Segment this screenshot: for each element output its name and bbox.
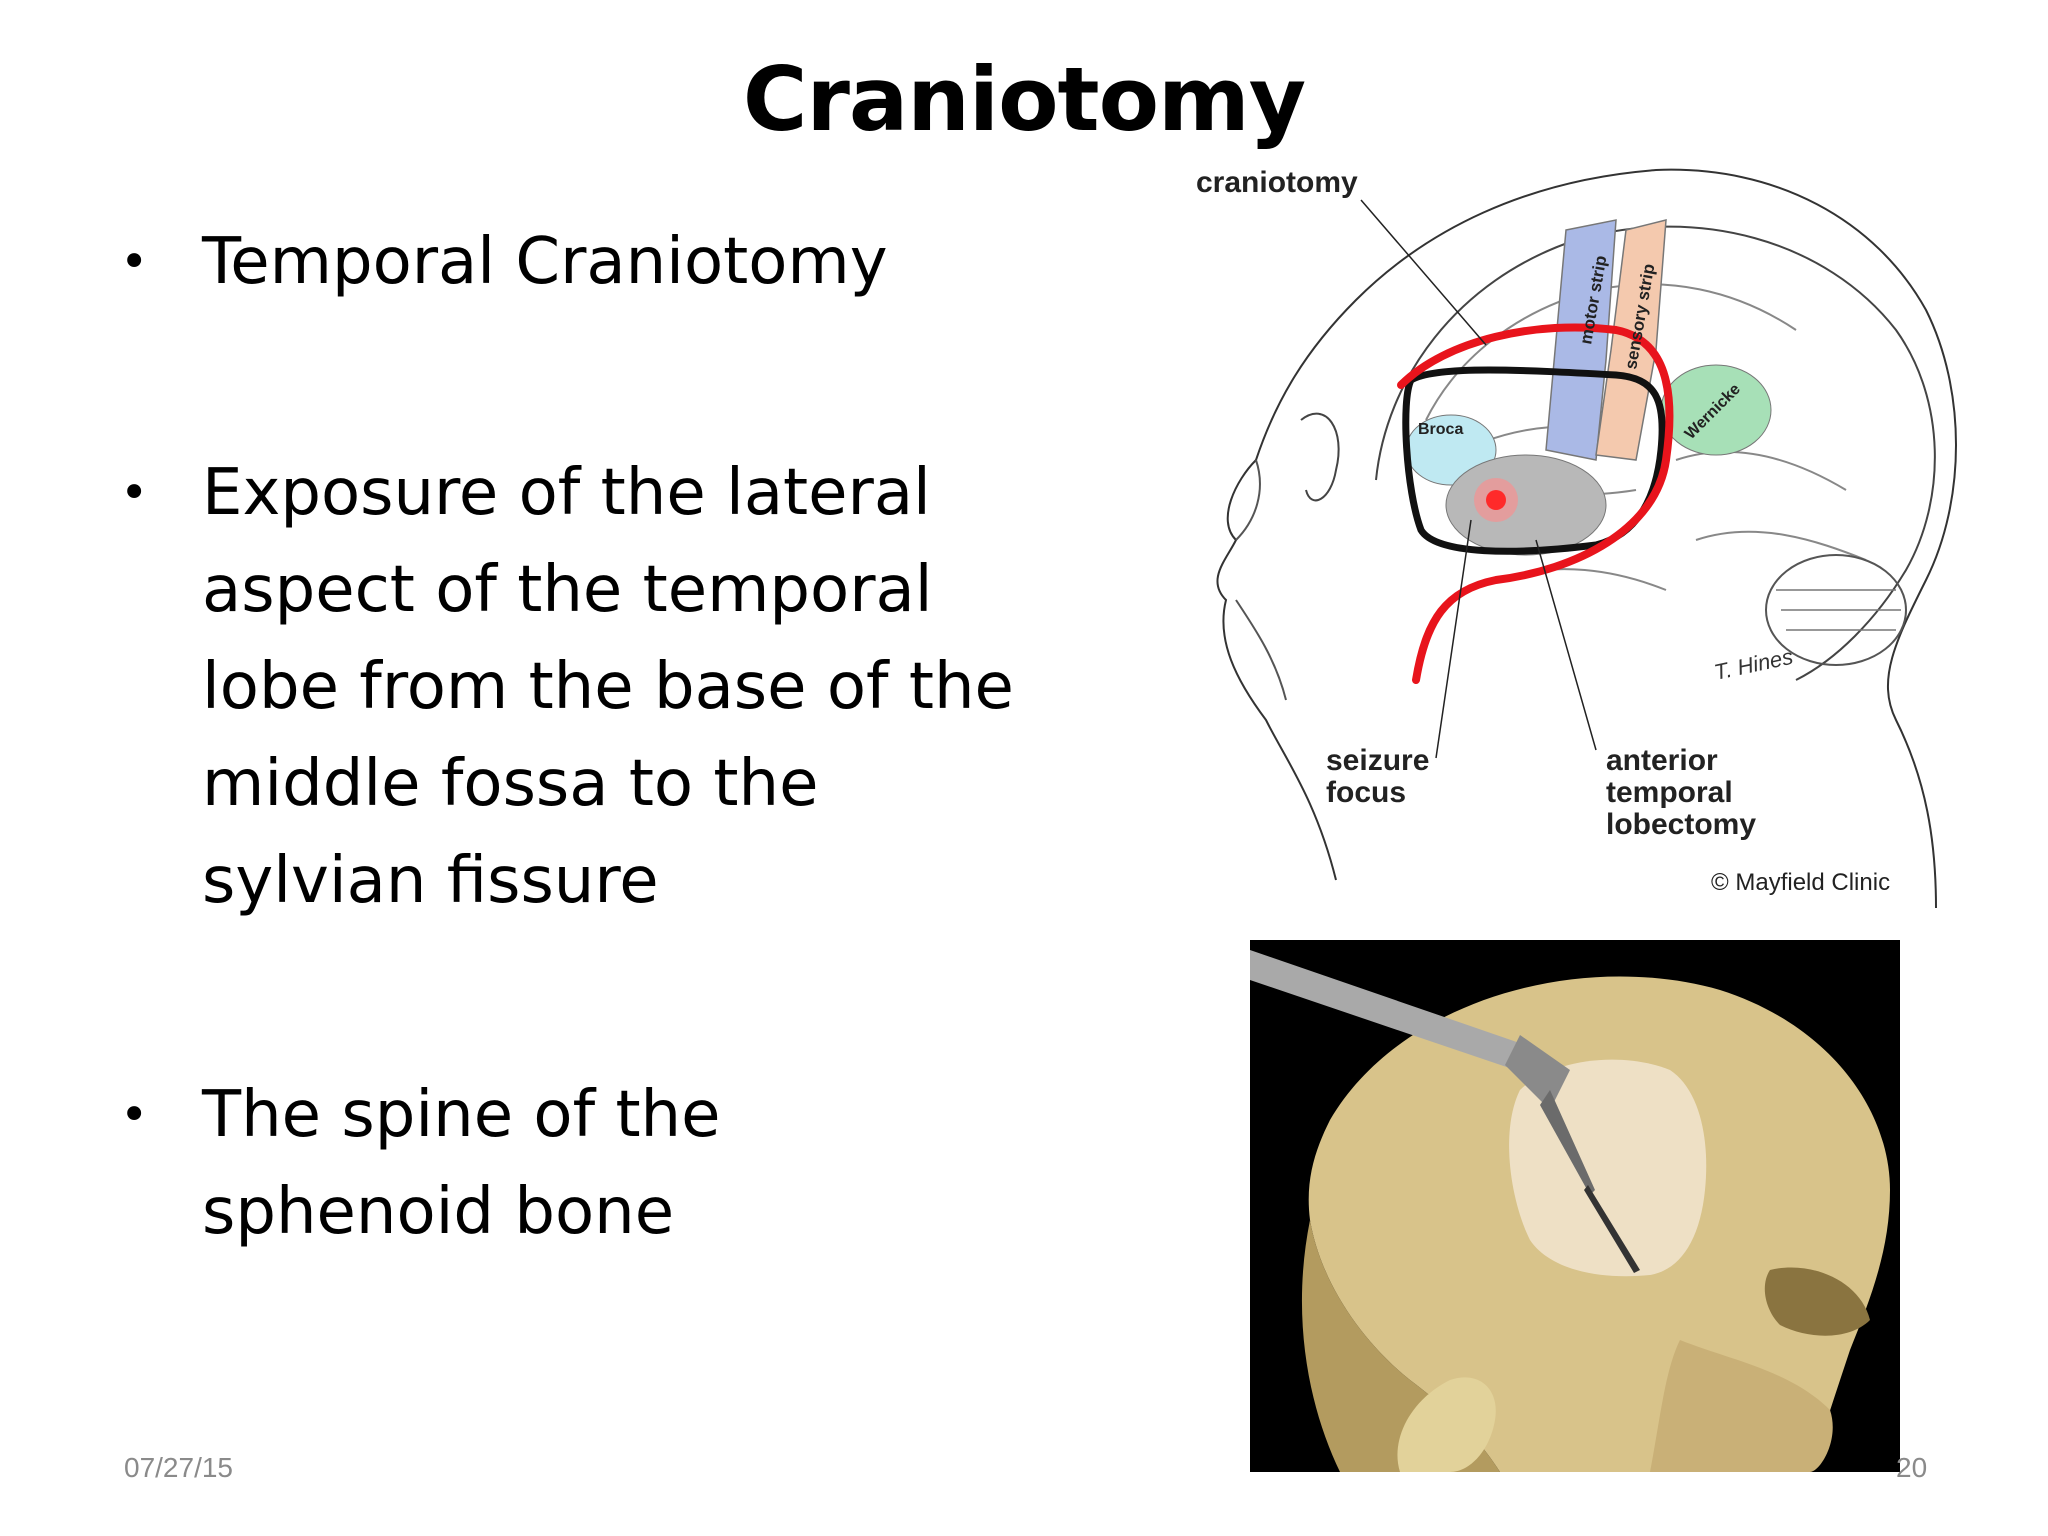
bullet-line: sphenoid bone — [202, 1175, 675, 1249]
bullet-line: The spine of the — [202, 1078, 721, 1152]
instrument-drill — [1540, 1090, 1595, 1195]
craniotomy-leader — [1360, 199, 1487, 346]
motor-strip-region — [1545, 219, 1617, 461]
bullet-text: The spine of the sphenoid bone — [202, 1067, 1102, 1261]
head-diagram-illustration: craniotomy motor strip sensory strip Bro… — [1196, 166, 1957, 909]
skull-drill-photo — [1250, 940, 1900, 1472]
slide-title: Craniotomy — [742, 48, 1306, 151]
vertebrae — [1397, 1377, 1496, 1472]
label-seizure: seizure — [1326, 744, 1429, 777]
eye-socket — [1764, 1267, 1870, 1336]
label-anterior: anterior — [1606, 744, 1718, 777]
bullet-line: Temporal Craniotomy — [202, 225, 888, 299]
ear — [1300, 412, 1340, 502]
bullet-line: middle fossa to the — [202, 747, 819, 821]
seizure-region — [1445, 454, 1607, 556]
seizure-leader — [1435, 519, 1472, 759]
bullet-text: Exposure of the lateral aspect of the te… — [202, 445, 1102, 930]
cerebellum-lines — [1776, 589, 1901, 631]
bullet-text: Temporal Craniotomy — [202, 214, 1102, 311]
head-outline — [1216, 168, 1957, 909]
label-signature: T. Hines — [1712, 644, 1795, 685]
label-craniotomy: craniotomy — [1196, 166, 1358, 199]
sensory-strip-region — [1595, 219, 1667, 461]
skull-drill-render-icon — [1250, 940, 1900, 1472]
label-focus: focus — [1326, 776, 1406, 809]
label-credit: © Mayfield Clinic — [1711, 869, 1890, 896]
bullet-marker: • — [120, 1087, 149, 1143]
label-temporal: temporal — [1606, 776, 1733, 809]
craniotomy-diagram: craniotomy motor strip sensory strip Bro… — [1196, 160, 1966, 909]
label-broca: Broca — [1418, 421, 1463, 438]
incision-line — [1397, 323, 1674, 684]
face-profile — [1235, 459, 1287, 701]
bullet-marker: • — [120, 465, 149, 521]
bullet-line: aspect of the temporal — [202, 553, 933, 627]
label-lobectomy: lobectomy — [1606, 808, 1756, 841]
bullet-line: Exposure of the lateral — [202, 456, 931, 530]
cerebellum — [1765, 554, 1907, 666]
jaw — [1650, 1340, 1833, 1472]
bullet-marker: • — [120, 234, 149, 290]
skull-shadow — [1301, 1220, 1500, 1472]
lobectomy-leader — [1535, 539, 1597, 751]
instrument-handle — [1505, 1035, 1570, 1110]
bullet-line: lobe from the base of the — [202, 650, 1014, 724]
instrument-shaft — [1250, 950, 1540, 1075]
drill-bit — [1584, 1185, 1640, 1273]
seizure-focus-inner — [1486, 490, 1506, 510]
footer-date: 07/27/15 — [124, 1452, 233, 1483]
footer-page-number: 20 — [1896, 1452, 1928, 1483]
bullet-line: sylvian fissure — [202, 844, 659, 918]
